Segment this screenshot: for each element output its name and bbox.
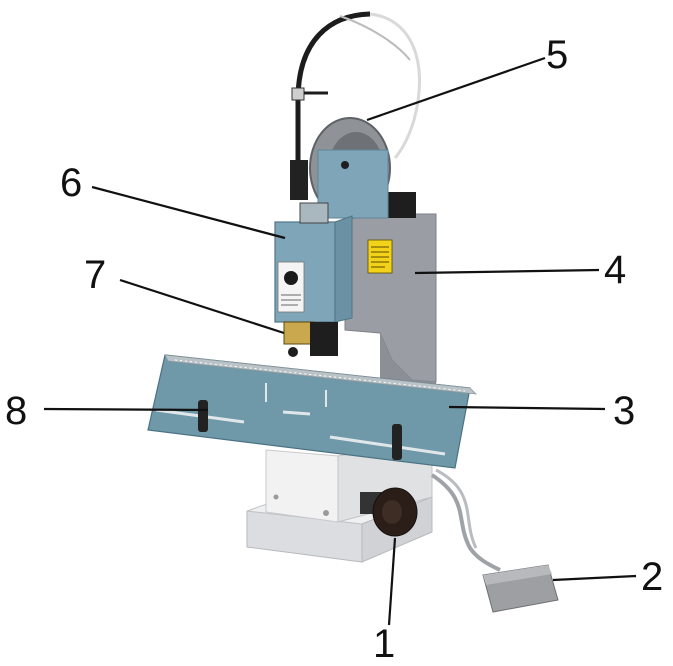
adjustment-knob [360,487,418,537]
label-3: 3 [613,389,635,433]
callout-leaders [43,56,637,626]
callout-numbers: 1 2 3 4 5 6 7 8 [5,33,663,666]
leader-5 [366,56,546,122]
label-7: 7 [84,253,106,297]
leader-7 [119,278,285,335]
wire-guide [290,11,422,200]
leader-3 [448,405,606,411]
label-2: 2 [641,555,663,599]
machine-frame [344,213,437,392]
label-8: 8 [5,389,27,433]
stitching-head [274,202,353,357]
wire-spool [309,117,416,219]
work-table [147,354,478,469]
label-5: 5 [546,33,568,77]
leader-6 [91,185,286,240]
label-4: 4 [604,248,626,292]
leader-4 [414,268,600,275]
label-1: 1 [373,622,395,666]
leader-8 [43,407,209,412]
leader-2 [552,574,637,582]
foot-pedal [430,468,559,613]
label-6: 6 [60,161,82,205]
leader-1 [387,537,397,626]
